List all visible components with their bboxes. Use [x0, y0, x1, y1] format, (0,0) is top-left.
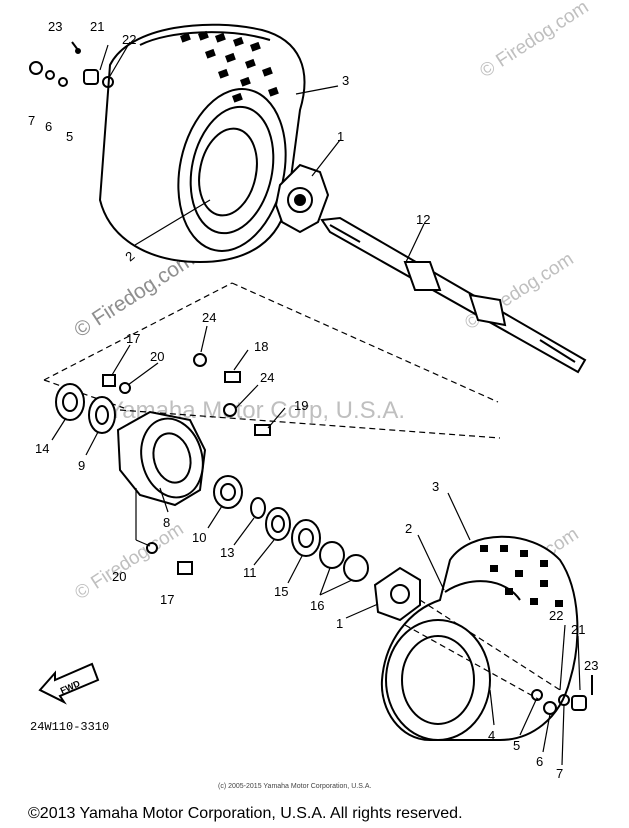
callout-13: 13	[220, 545, 234, 560]
small-copyright: (c) 2005-2015 Yamaha Motor Corporation, …	[218, 783, 371, 790]
bottom-fasteners	[531, 675, 593, 715]
callout-22-top: 22	[122, 32, 136, 47]
callout-11: 11	[243, 565, 257, 580]
callout-16: 16	[310, 598, 324, 613]
axle	[320, 216, 587, 374]
callout-21-top: 21	[90, 19, 104, 34]
callout-18: 18	[254, 339, 268, 354]
bottom-hub	[373, 566, 421, 622]
callout-6-bottom: 6	[536, 754, 543, 769]
leader-dashes-bottom	[404, 599, 561, 701]
top-tire	[98, 23, 306, 264]
callout-5-top: 5	[66, 129, 73, 144]
callout-17-b: 17	[160, 592, 174, 607]
callout-7-top: 7	[28, 113, 35, 128]
callout-2-bottom: 2	[405, 521, 412, 536]
callout-1-top: 1	[337, 129, 344, 144]
callout-21-bottom: 21	[571, 622, 585, 637]
fwd-arrow: FWD	[38, 662, 100, 705]
part-code: 24W110-3310	[30, 720, 109, 734]
callout-15: 15	[274, 584, 288, 599]
callout-23-top: 23	[48, 19, 62, 34]
callout-23-bottom: 23	[584, 658, 598, 673]
callout-12: 12	[416, 212, 430, 227]
callout-22-bottom: 22	[549, 608, 563, 623]
hub-housing	[116, 410, 207, 507]
bolts-middle	[102, 353, 271, 575]
footer-copyright: ©2013 Yamaha Motor Corporation, U.S.A. A…	[28, 805, 463, 822]
callout-9: 9	[78, 458, 85, 473]
callout-14: 14	[35, 441, 49, 456]
callout-24-a: 24	[202, 310, 216, 325]
top-hub	[274, 163, 330, 234]
callout-5-bottom: 5	[513, 738, 520, 753]
callout-17-a: 17	[126, 331, 140, 346]
callout-3-top: 3	[342, 73, 349, 88]
callout-24-b: 24	[260, 370, 274, 385]
callout-4: 4	[488, 728, 495, 743]
callout-19: 19	[294, 398, 308, 413]
callout-8: 8	[163, 515, 170, 530]
top-tire-tread	[180, 30, 279, 103]
top-fasteners	[29, 41, 114, 88]
bearings-row	[213, 475, 369, 582]
leader-lines	[51, 41, 581, 766]
seal-and-bearing-left	[55, 383, 116, 434]
callout-7-bottom: 7	[556, 766, 563, 781]
callout-1-bottom: 1	[336, 616, 343, 631]
watermark-firedog-top-right: © Firedog.com	[476, 0, 592, 82]
callout-6-top: 6	[45, 119, 52, 134]
callout-labels: 23 21 22 7 6 5 3 1 12 2 24 17 20 18 24 1…	[28, 19, 598, 781]
bottom-tire-tread	[480, 545, 563, 607]
callout-10: 10	[192, 530, 206, 545]
callout-20-a: 20	[150, 349, 164, 364]
callout-20-b: 20	[112, 569, 126, 584]
callout-3-bottom: 3	[432, 479, 439, 494]
callout-2-top: 2	[122, 248, 137, 264]
